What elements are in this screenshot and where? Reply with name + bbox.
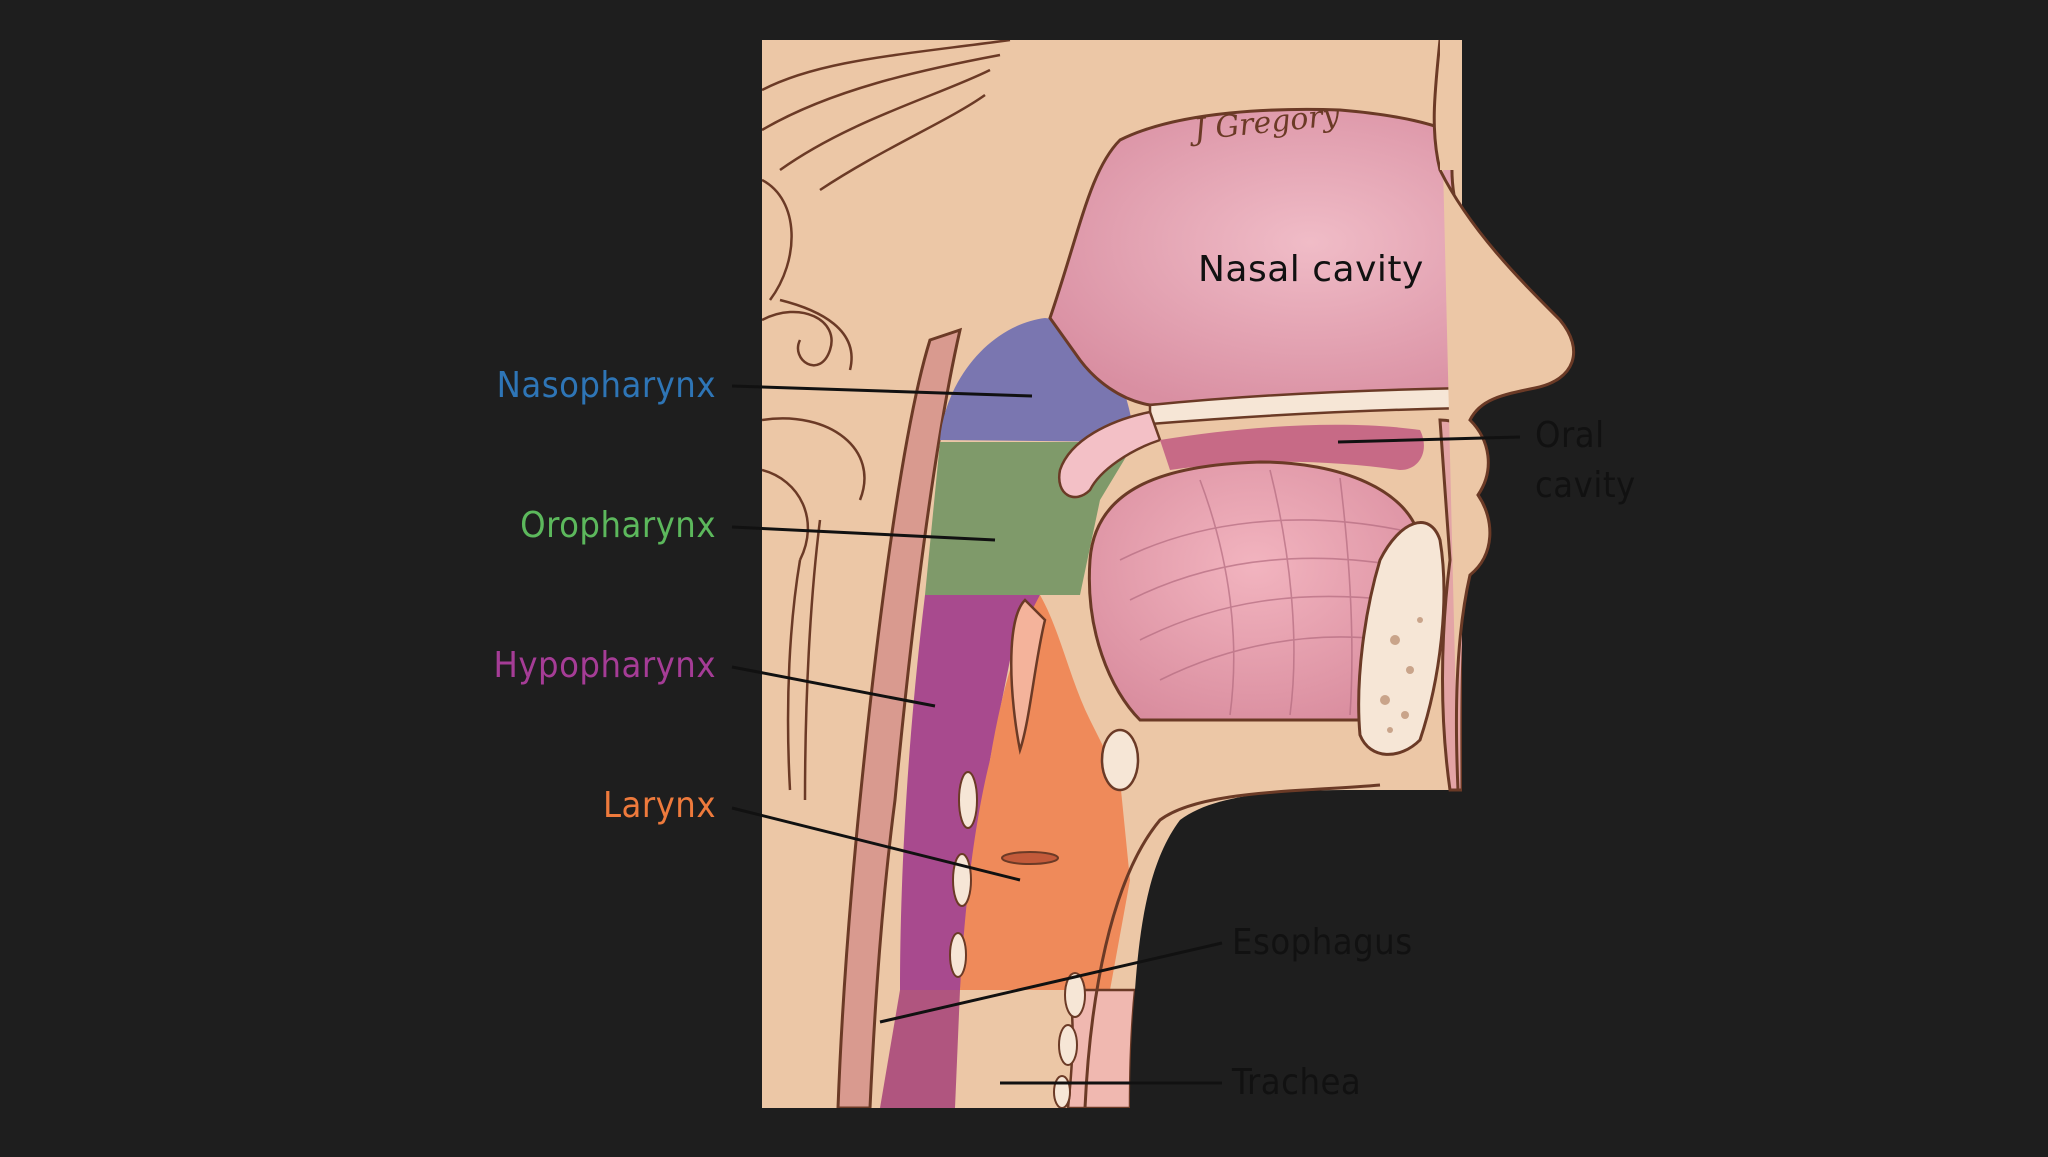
esophagus-leader — [879, 941, 1223, 1024]
hyoid-bone — [1100, 728, 1140, 792]
neck-front-edge — [1083, 783, 1381, 1108]
lower-pharynx-region — [880, 990, 960, 1108]
nasal-cavity-label: Nasal cavity — [1198, 249, 1424, 290]
palate — [1148, 386, 1462, 426]
esophagus-label: Esophagus — [1232, 922, 1413, 963]
hypopharynx-label: Hypopharynx — [493, 645, 716, 686]
oral-cavity-leader — [1337, 435, 1521, 444]
oral-cavity-space — [1160, 424, 1424, 470]
oropharynx-label: Oropharynx — [520, 505, 716, 546]
vocal-fold — [1001, 851, 1059, 865]
hypopharynx-leader — [731, 665, 936, 708]
trachea-label: Trachea — [1232, 1062, 1362, 1103]
tongue-muscle-fibers — [1119, 469, 1401, 716]
neck-front — [1130, 790, 1462, 1108]
nasopharynx-leader — [731, 384, 1033, 398]
oral-cavity-label-line1: Oral — [1535, 415, 1605, 456]
larynx-leader — [731, 806, 1021, 882]
bone-marrow — [1380, 617, 1423, 733]
larynx-label: Larynx — [602, 785, 716, 826]
nasopharynx-label: Nasopharynx — [496, 365, 716, 406]
soft-palate — [1057, 410, 1162, 499]
epiglottis — [1010, 598, 1047, 755]
mandible — [1357, 521, 1446, 756]
face-profile — [1432, 39, 1576, 791]
larynx-region — [960, 595, 1130, 990]
ear-contours — [762, 40, 1011, 801]
oral-cavity-label-line2: cavity — [1535, 465, 1636, 506]
leader-lines — [731, 384, 1521, 1085]
oropharynx-leader — [731, 525, 996, 542]
posterior-wall — [836, 327, 963, 1108]
